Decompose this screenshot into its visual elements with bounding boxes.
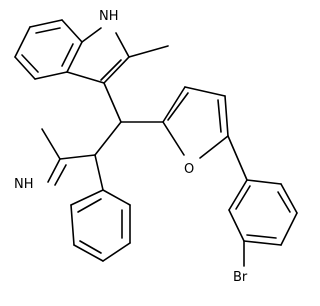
bottom-indole-ring: NH — [14, 128, 131, 262]
atom-label-nh-bottom: NH — [14, 177, 34, 192]
molecule-diagram: NH NH — [14, 9, 298, 285]
atom-label-bromine: Br — [233, 270, 248, 285]
bromophenyl-ring: Br — [227, 135, 298, 285]
atom-label-nh-top: NH — [99, 9, 119, 24]
top-indole-ring: NH — [14, 9, 169, 84]
atom-label-furan-o: O — [184, 162, 194, 177]
central-carbon-bonds — [94, 82, 164, 156]
furan-ring: O — [162, 86, 229, 177]
chemical-structure-canvas: NH NH — [14, 9, 298, 285]
